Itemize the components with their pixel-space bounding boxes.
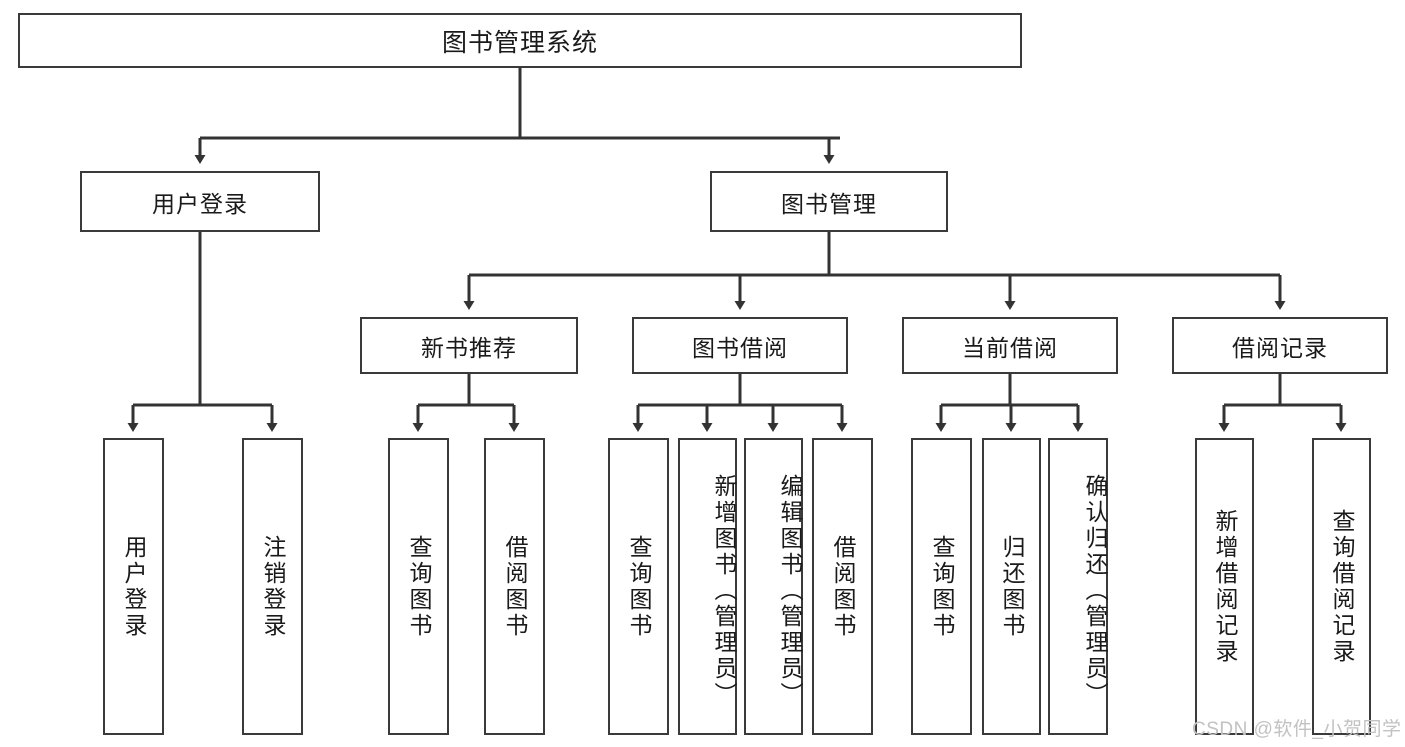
- node-user-login-action[interactable]: 用户登录: [103, 438, 164, 735]
- node-label: 归还图书: [999, 534, 1025, 639]
- node-return-book[interactable]: 归还图书: [982, 438, 1041, 735]
- node-book-management-system[interactable]: 图书管理系统: [18, 13, 1022, 68]
- node-label: 借阅记录: [1232, 334, 1328, 361]
- node-label: 图书管理: [781, 190, 877, 217]
- node-add-borrow-record[interactable]: 新增借阅记录: [1195, 438, 1254, 735]
- node-new-book-recommend[interactable]: 新书推荐: [360, 317, 578, 374]
- node-query-book-recommend[interactable]: 查询图书: [388, 438, 449, 735]
- node-label: 借阅图书: [830, 534, 856, 639]
- node-edit-book-admin[interactable]: 编辑图书（管理员）: [744, 438, 803, 735]
- node-confirm-return-admin[interactable]: 确认归还（管理员）: [1048, 438, 1108, 735]
- node-label: 查询图书: [626, 534, 652, 639]
- node-label: 确认归还（管理员）: [1082, 473, 1108, 708]
- node-label: 查询借阅记录: [1329, 508, 1355, 665]
- node-query-book-current[interactable]: 查询图书: [911, 438, 972, 735]
- node-query-book-borrow[interactable]: 查询图书: [608, 438, 669, 735]
- node-label: 借阅图书: [502, 534, 528, 639]
- node-label: 查询图书: [929, 534, 955, 639]
- node-label: 当前借阅: [962, 334, 1058, 361]
- node-label: 用户登录: [152, 190, 248, 217]
- node-add-book-admin[interactable]: 新增图书（管理员）: [678, 438, 737, 735]
- node-label: 图书管理系统: [441, 28, 598, 57]
- node-query-borrow-record[interactable]: 查询借阅记录: [1312, 438, 1371, 735]
- node-borrow-book-recommend[interactable]: 借阅图书: [484, 438, 545, 735]
- node-current-borrow[interactable]: 当前借阅: [902, 317, 1118, 374]
- node-label: 用户登录: [121, 534, 147, 639]
- node-label: 查询图书: [406, 534, 432, 639]
- node-label: 新增借阅记录: [1212, 508, 1238, 665]
- node-logout-action[interactable]: 注销登录: [242, 438, 303, 735]
- node-borrow-book-action[interactable]: 借阅图书: [812, 438, 873, 735]
- node-label: 注销登录: [260, 534, 286, 639]
- node-label: 新增图书（管理员）: [711, 473, 737, 708]
- node-book-management[interactable]: 图书管理: [710, 171, 948, 232]
- node-book-borrow[interactable]: 图书借阅: [632, 317, 848, 374]
- node-label: 图书借阅: [692, 334, 788, 361]
- node-label: 新书推荐: [421, 334, 517, 361]
- watermark-text: CSDN @软件_小贺同学: [1192, 719, 1402, 740]
- node-label: 编辑图书（管理员）: [777, 473, 803, 708]
- node-borrow-record[interactable]: 借阅记录: [1172, 317, 1388, 374]
- node-user-login[interactable]: 用户登录: [80, 171, 320, 232]
